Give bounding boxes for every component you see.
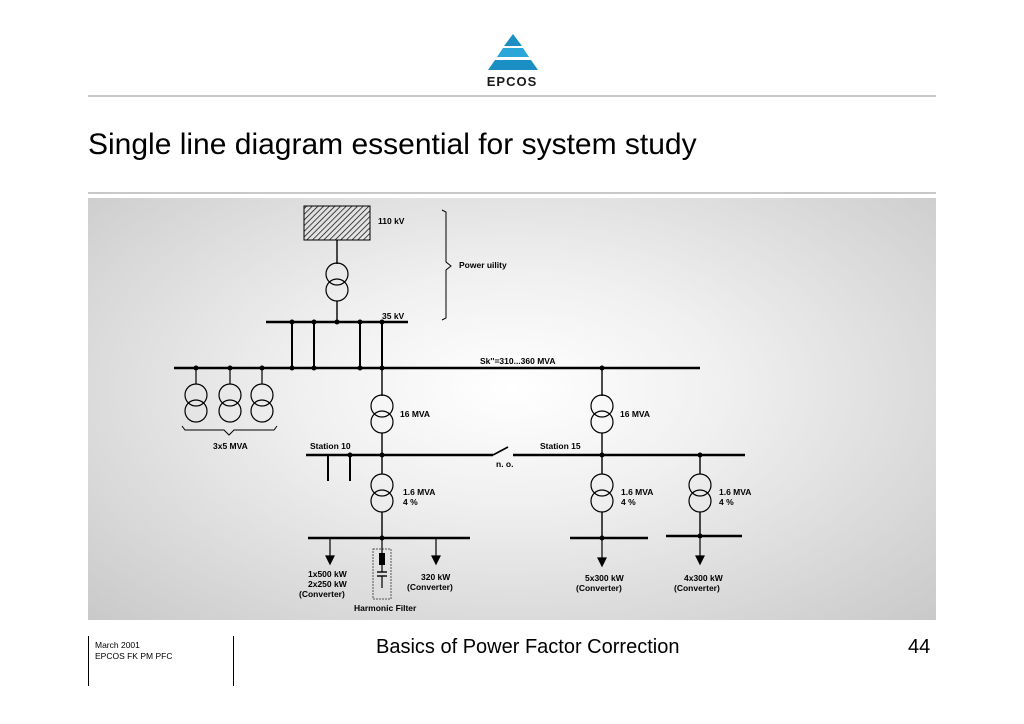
footer-date: March 2001 [95,640,140,650]
label-load3-b: (Converter) [576,583,622,593]
label-110kv: 110 kV [378,216,405,226]
label-load4-b: (Converter) [674,583,720,593]
transformer-5mva-3-icon [250,383,274,423]
label-1-6mva-3: 1.6 MVA [719,487,751,497]
utility-brace [441,209,452,321]
label-load2-b: (Converter) [407,582,453,592]
single-line-diagram: 110 kV Power uility 35 kV Sk''=310...360… [174,205,751,613]
label-load1-b: 2x250 kW [308,579,348,589]
label-3x5mva: 3x5 MVA [213,441,248,451]
label-1-6mva-1: 1.6 MVA [403,487,435,497]
harmonic-filter-icon [372,538,392,600]
diagram-panel: 110 kV Power uility 35 kV Sk''=310...360… [88,198,936,620]
footer-left-bar [88,636,89,686]
footer-title: Basics of Power Factor Correction [376,636,680,658]
grid-source [303,205,371,241]
label-4pct-1: 4 % [403,497,418,507]
transformer-1-6mva-2-icon [590,473,614,513]
page-number: 44 [908,636,931,658]
epcos-logo-icon [488,34,538,70]
label-sk: Sk''=310...360 MVA [480,356,555,366]
label-16mva-b: 16 MVA [620,409,650,419]
label-station-10: Station 10 [310,441,351,451]
transformer-1-6mva-3-icon [688,473,712,513]
label-4pct-2: 4 % [621,497,636,507]
transformer-5mva-1-icon [184,383,208,423]
footer-meta: March 2001 EPCOS FK PM PFC [95,640,172,662]
logo-text: EPCOS [486,74,538,89]
transformer-1-6mva-1-icon [370,473,394,513]
label-harmonic-filter: Harmonic Filter [354,603,417,613]
transformer-16mva-a-icon [370,394,394,434]
transformer-16mva-b-icon [590,394,614,434]
title-divider [88,192,936,194]
label-4pct-3: 4 % [719,497,734,507]
label-load4-a: 4x300 kW [684,573,724,583]
transformer-5mva-2-icon [218,383,242,423]
label-load1-c: (Converter) [299,589,345,599]
normally-open-switch [492,446,509,456]
label-station-15: Station 15 [540,441,581,451]
main-transformer-icon [325,262,349,302]
label-1-6mva-2: 1.6 MVA [621,487,653,497]
footer-divider [233,636,234,686]
label-no: n. o. [496,459,513,469]
page-title: Single line diagram essential for system… [88,128,697,161]
label-16mva-a: 16 MVA [400,409,430,419]
footer-dept: EPCOS FK PM PFC [95,651,173,661]
label-35kv: 35 kV [382,311,405,321]
label-load2-a: 320 kW [421,572,451,582]
label-load3-a: 5x300 kW [585,573,625,583]
label-load1-a: 1x500 kW [308,569,348,579]
label-power-utility: Power uility [459,260,507,270]
header-divider [88,95,936,97]
